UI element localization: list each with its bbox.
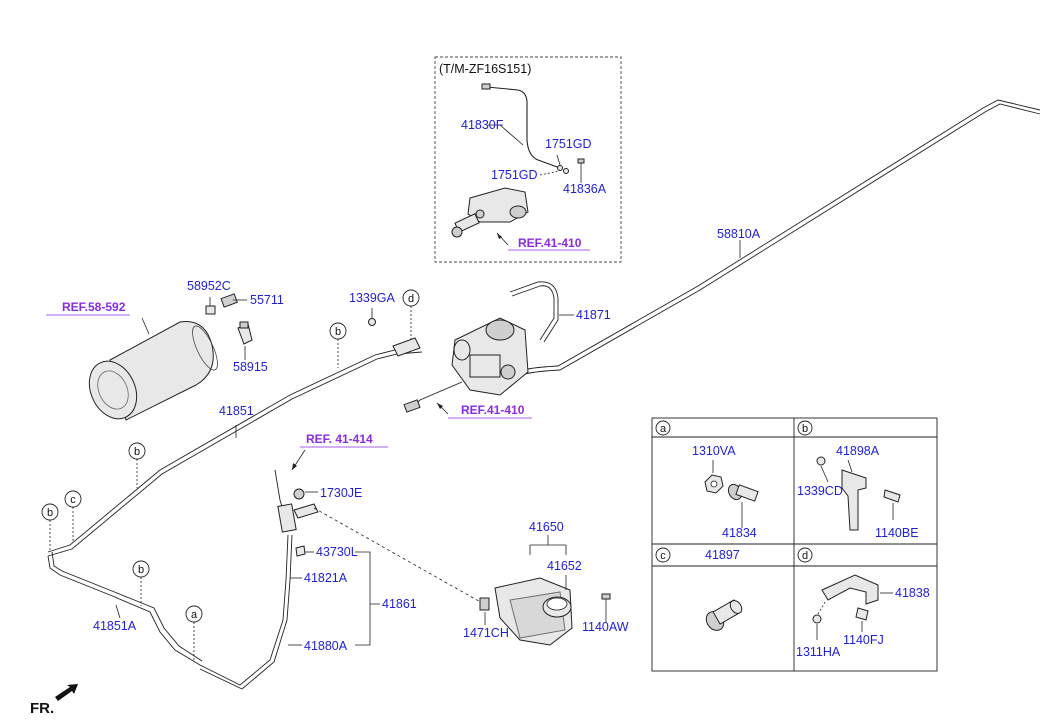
bracket-41838[interactable] xyxy=(821,574,879,605)
label-41861: 41861 xyxy=(382,597,417,611)
label-1730JE: 1730JE xyxy=(320,486,362,500)
reservoir-cap-41652[interactable] xyxy=(542,596,572,618)
valve-55711[interactable] xyxy=(220,293,238,308)
pipe-bracket-d[interactable] xyxy=(392,337,421,357)
callout-b-top[interactable]: b xyxy=(329,322,347,368)
clutch-hose-41830F[interactable] xyxy=(486,86,561,169)
label-58810A: 58810A xyxy=(717,227,761,241)
label-1140BE: 1140BE xyxy=(875,526,919,540)
label-41834: 41834 xyxy=(722,526,757,540)
fitting-41897[interactable] xyxy=(703,598,744,633)
label-1311HA: 1311HA xyxy=(796,645,841,659)
hose-41861[interactable] xyxy=(199,534,289,686)
ref-41-410-inset[interactable]: REF.41-410 xyxy=(518,236,582,250)
svg-text:a: a xyxy=(191,609,198,621)
label-41851A: 41851A xyxy=(93,619,137,633)
clutch-master-cylinder[interactable] xyxy=(274,469,319,533)
front-arrow-icon xyxy=(55,684,78,701)
label-41650: 41650 xyxy=(529,520,564,534)
callout-b-mid[interactable]: b xyxy=(128,442,146,488)
label-43730L: 43730L xyxy=(316,545,358,559)
detail-cell-a: a 1310VA 41834 xyxy=(655,420,759,540)
label-55711: 55711 xyxy=(250,293,284,307)
detail-cell-b: b 41898A 1339CD 1140BE xyxy=(797,420,919,540)
label-1471CH: 1471CH xyxy=(463,626,509,640)
callout-a-lower[interactable]: a xyxy=(185,605,203,660)
front-label: FR. xyxy=(30,700,54,717)
svg-text:b: b xyxy=(47,507,53,519)
inset-title: (T/M-ZF16S151) xyxy=(439,62,531,76)
label-41652: 41652 xyxy=(547,559,582,573)
label-41897: 41897 xyxy=(705,548,740,562)
detail-cell-c: c 41897 xyxy=(655,547,744,633)
label-58915: 58915 xyxy=(233,360,268,374)
release-cylinder-inset[interactable] xyxy=(451,187,529,238)
callout-b-lower[interactable]: b xyxy=(132,560,150,606)
label-1751GD-upper: 1751GD xyxy=(545,137,592,151)
label-41838: 41838 xyxy=(895,586,930,600)
pipe-58810A[interactable] xyxy=(514,103,1041,379)
svg-text:b: b xyxy=(134,446,140,458)
callout-c-left[interactable]: c xyxy=(64,490,82,543)
label-1339CD: 1339CD xyxy=(797,484,843,498)
svg-text:b: b xyxy=(802,423,808,435)
bolt-1140BE[interactable] xyxy=(883,489,901,503)
bolt-1140FJ[interactable] xyxy=(855,607,869,621)
label-1310VA: 1310VA xyxy=(692,444,736,458)
svg-text:c: c xyxy=(70,494,76,506)
callout-b-left[interactable]: b xyxy=(41,503,59,550)
label-1339GA: 1339GA xyxy=(349,291,396,305)
nut-1311HA[interactable] xyxy=(812,614,822,624)
elbow-58915[interactable] xyxy=(237,321,253,345)
air-tank[interactable] xyxy=(80,320,222,426)
bracket-41898A[interactable] xyxy=(841,469,867,531)
nut-1339GA[interactable] xyxy=(368,318,376,326)
svg-text:a: a xyxy=(660,423,667,435)
label-1140FJ: 1140FJ xyxy=(843,633,884,647)
svg-text:d: d xyxy=(802,550,808,562)
clip-1751GD-lower[interactable] xyxy=(563,168,569,174)
bolt-41836A[interactable] xyxy=(577,158,585,164)
label-41871: 41871 xyxy=(576,308,611,322)
label-1751GD-lower: 1751GD xyxy=(491,168,538,182)
transmission-variant-inset: (T/M-ZF16S151) 41830F 1751GD 1751GD 4183… xyxy=(434,56,622,263)
label-41898A: 41898A xyxy=(836,444,880,458)
nut-1339CD[interactable] xyxy=(816,456,826,466)
detail-table: a 1310VA 41834 b 41898A 1339CD 1140BE xyxy=(651,417,938,672)
svg-text:c: c xyxy=(660,550,666,562)
clamp-1471CH[interactable] xyxy=(479,597,490,611)
svg-text:d: d xyxy=(408,293,414,305)
clutch-servo-assembly[interactable] xyxy=(403,317,529,413)
ref-58-592[interactable]: REF.58-592 xyxy=(62,300,126,314)
detail-cell-d: d 41838 1311HA 1140FJ xyxy=(796,547,930,659)
clip-1751GD-upper[interactable] xyxy=(557,165,563,171)
ref-41-414[interactable]: REF. 41-414 xyxy=(306,432,373,446)
label-41830F: 41830F xyxy=(461,118,504,132)
fitting-58952C[interactable] xyxy=(205,305,216,315)
fitting-41834[interactable] xyxy=(726,482,759,502)
ref-41-410-main[interactable]: REF.41-410 xyxy=(461,403,525,417)
label-41851: 41851 xyxy=(219,404,254,418)
label-41880A: 41880A xyxy=(304,639,348,653)
front-direction-indicator: FR. xyxy=(30,684,78,717)
label-1140AW: 1140AW xyxy=(582,620,629,634)
bolt-1140AW[interactable] xyxy=(601,593,611,600)
label-58952C: 58952C xyxy=(187,279,231,293)
svg-text:b: b xyxy=(138,564,144,576)
pipe-41871[interactable] xyxy=(511,285,555,341)
pipe-41851A[interactable] xyxy=(47,555,201,666)
label-41836A: 41836A xyxy=(563,182,607,196)
clip-43730L[interactable] xyxy=(295,545,306,557)
callout-d-top[interactable]: d xyxy=(402,289,420,340)
label-41821A: 41821A xyxy=(304,571,348,585)
svg-text:b: b xyxy=(335,326,341,338)
